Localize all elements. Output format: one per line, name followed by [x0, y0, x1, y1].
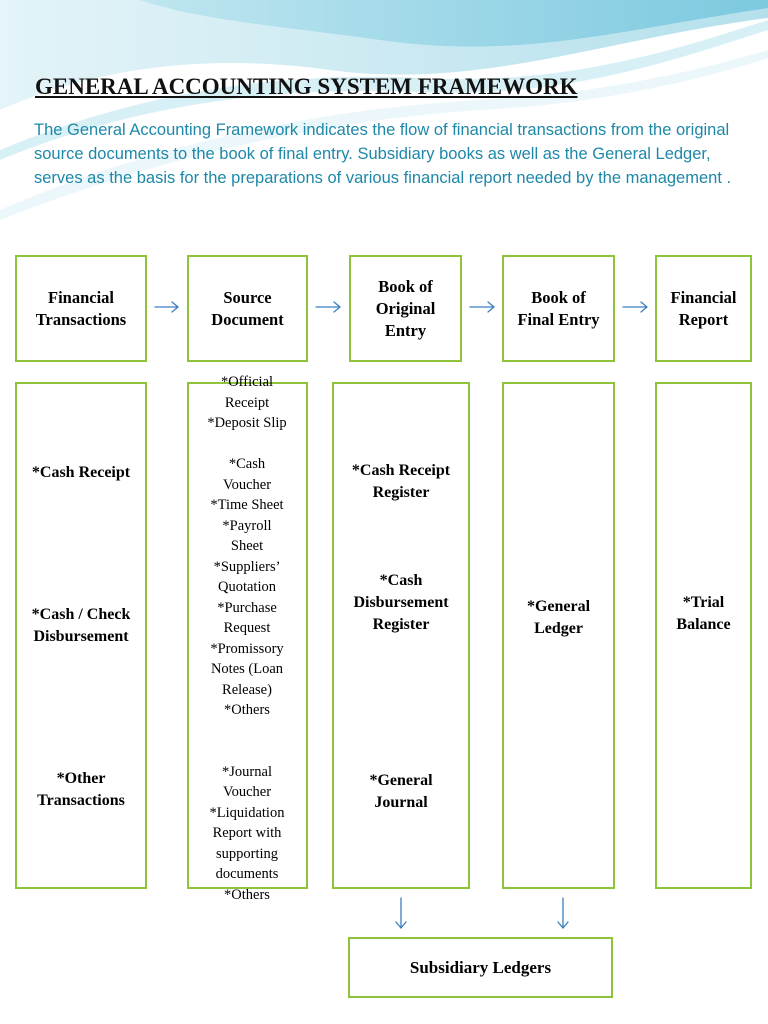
header-label: Source Document [211, 287, 284, 329]
column-book-of-original-entry [332, 382, 470, 889]
header-source-document: Source Document [187, 255, 308, 362]
column-financial-report [655, 382, 752, 889]
original-entry-item: *General Journal [369, 772, 433, 811]
subsidiary-ledgers-label: Subsidiary Ledgers [409, 957, 552, 977]
transaction-item: *Cash Receipt [31, 464, 131, 481]
final-entry-item: *General Ledger [526, 598, 591, 637]
transaction-item: *Other Transactions [37, 770, 125, 809]
header-label: Book of Original Entry [375, 276, 436, 340]
header-book-of-original-entry: Book of Original Entry [349, 255, 462, 362]
arrow-down-icon [557, 897, 569, 929]
header-label: Book of Final Entry [517, 287, 600, 329]
column-financial-transactions [15, 382, 147, 889]
arrow-right-icon [315, 301, 341, 313]
header-financial-transactions: Financial Transactions [15, 255, 147, 362]
background-swoosh [0, 0, 768, 220]
source-document-list: *Official Receipt *Deposit Slip *Cash Vo… [207, 374, 287, 903]
financial-report-item: *Trial Balance [676, 594, 731, 633]
transaction-item: *Cash / Check Disbursement [31, 606, 131, 645]
header-book-of-final-entry: Book of Final Entry [502, 255, 615, 362]
arrow-right-icon [622, 301, 648, 313]
subsidiary-ledgers-box: Subsidiary Ledgers [348, 937, 613, 998]
header-label: Financial Report [670, 287, 737, 329]
column-source-document [187, 382, 308, 889]
intro-paragraph: The General Accounting Framework indicat… [34, 121, 732, 187]
column-book-of-final-entry [502, 382, 615, 889]
arrow-down-icon [395, 897, 407, 929]
original-entry-item: *Cash Receipt Register [351, 462, 451, 501]
original-entry-item: *Cash Disbursement Register [353, 572, 449, 633]
header-financial-report: Financial Report [655, 255, 752, 362]
page-title: GENERAL ACCOUNTING SYSTEM FRAMEWORK [35, 74, 578, 99]
arrow-right-icon [154, 301, 179, 313]
header-label: Financial Transactions [35, 287, 127, 329]
arrow-right-icon [469, 301, 495, 313]
